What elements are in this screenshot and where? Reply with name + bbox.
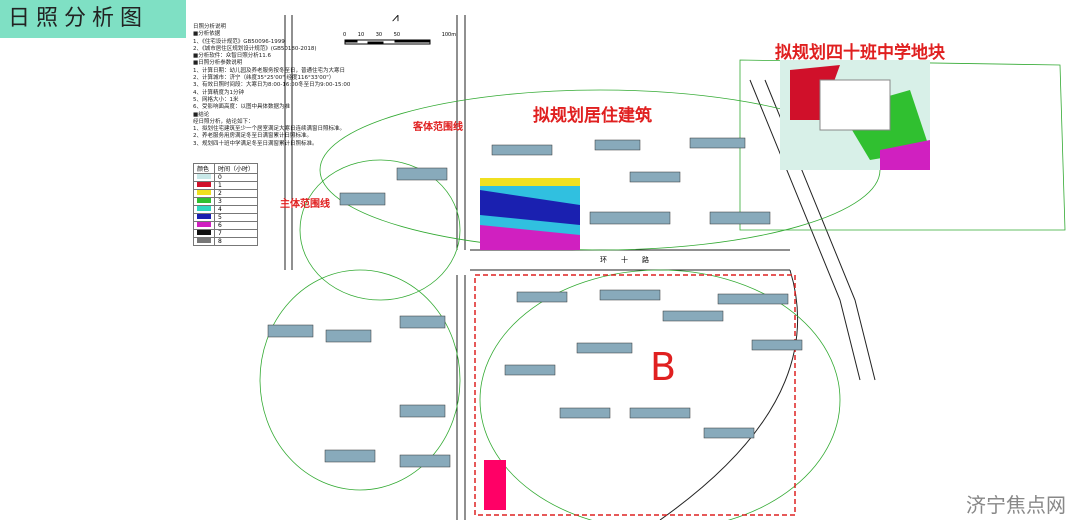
scale-tick: 0	[343, 32, 347, 38]
legend-value: 0	[213, 173, 259, 182]
watermark: 济宁焦点网	[966, 493, 1066, 517]
legend-value: 6	[213, 221, 259, 230]
legend-swatch	[197, 182, 211, 187]
analysis-notes: 日照分析说明 ■分析依据 1、《住宅设计规范》GB50096-1999 2、《城…	[193, 24, 351, 147]
scale-tick: 50	[393, 32, 401, 38]
legend-value: 2	[213, 189, 259, 198]
legend-swatch	[197, 206, 211, 211]
scale-tick: 30	[375, 32, 383, 38]
plot-label: B	[650, 345, 677, 389]
scale-ticks: 0 10 30 50 100m	[343, 32, 456, 38]
school-label: 拟规划四十班中学地块	[775, 43, 945, 63]
sunlight-shading	[480, 60, 930, 510]
legend-swatch	[197, 174, 211, 179]
legend-value: 1	[213, 181, 259, 190]
legend-swatch	[197, 222, 211, 227]
page-title: 日照分析图	[0, 0, 186, 38]
legend-value: 4	[213, 205, 259, 214]
residential-label: 拟规划居住建筑	[533, 106, 652, 126]
legend-swatch	[197, 238, 211, 243]
legend-table: 颜色时间（小时） 0 1 2 3 4 5 6 7 8	[193, 163, 259, 246]
legend-swatch	[197, 198, 211, 203]
legend-swatch	[197, 190, 211, 195]
legend-value: 8	[213, 237, 259, 246]
scale-tick: 10	[357, 32, 365, 38]
legend-swatch	[197, 230, 211, 235]
object-range-label: 客体范围线	[413, 122, 463, 133]
scale-bar	[344, 39, 431, 45]
scale-tick: 100m	[441, 32, 457, 38]
north-arrow-icon: ⩘	[392, 10, 399, 24]
legend-value: 3	[213, 197, 259, 206]
legend-swatch	[197, 214, 211, 219]
legend-value: 7	[213, 229, 259, 238]
legend-header: 时间（小时）	[213, 163, 259, 174]
road-label: 环十路	[600, 256, 663, 264]
legend-value: 5	[213, 213, 259, 222]
legend-header: 颜色	[193, 163, 215, 174]
subject-range-label: 主体范围线	[280, 199, 330, 210]
